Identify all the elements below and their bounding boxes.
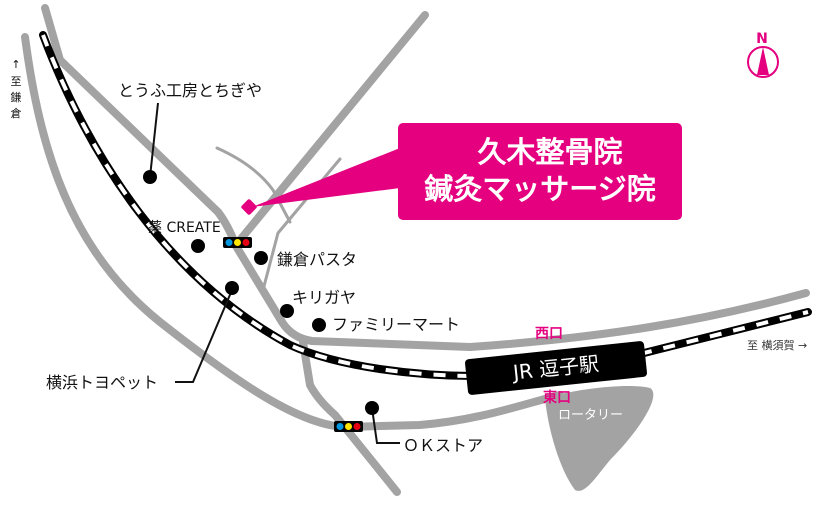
label-familymart: ファミリーマート	[332, 315, 460, 334]
svg-text:至: 至	[11, 75, 22, 88]
clinic-name-line2: 鍼灸マッサージ院	[424, 172, 656, 206]
road-south	[299, 338, 401, 496]
clinic-name-line1: 久木整骨院	[477, 135, 623, 169]
leader-toyopet	[175, 289, 233, 383]
dot-okstore	[365, 401, 379, 415]
station-box[interactable]: JR 逗子駅	[465, 341, 648, 396]
landmark-dots	[143, 170, 379, 415]
leader-okstore	[371, 407, 400, 444]
label-tofu: とうふ工房とちぎや	[118, 81, 262, 100]
road-northwest	[41, 4, 810, 351]
traffic-light-icon	[334, 421, 363, 432]
road-west-outer	[21, 33, 564, 431]
label-kirigaya: キリガヤ	[292, 288, 356, 307]
svg-text:鎌: 鎌	[11, 90, 22, 104]
label-okstore: ＯＫストア	[403, 436, 483, 455]
svg-text:↑: ↑	[11, 58, 20, 71]
rotary-label: ロータリー	[558, 408, 623, 423]
dot-kusuri	[191, 239, 205, 253]
label-kusuri: 薬 CREATE	[148, 220, 221, 236]
dot-pasta	[254, 251, 268, 265]
label-pasta: 鎌倉パスタ	[277, 250, 357, 269]
svg-text:倉: 倉	[11, 106, 22, 120]
road-small-1	[215, 146, 292, 224]
clinic-pointer	[252, 148, 400, 207]
dot-toyopet	[225, 281, 239, 295]
rotary-area	[545, 386, 654, 491]
traffic-light-icon	[223, 237, 252, 248]
direction-kamakura: ↑ 至 鎌 倉	[11, 58, 22, 120]
leader-tofu	[149, 102, 159, 178]
west-exit-label: 西口	[535, 326, 563, 342]
dot-kirigaya	[280, 304, 294, 318]
clinic-marker-icon[interactable]	[241, 199, 258, 216]
dot-tofu	[143, 170, 157, 184]
compass-north-icon: N	[747, 31, 779, 78]
east-exit-label: 東口	[543, 389, 571, 406]
clinic-label-box[interactable]: 久木整骨院 鍼灸マッサージ院	[398, 123, 682, 220]
svg-text:N: N	[756, 31, 768, 47]
direction-yokosuka: 至 横須賀 →	[747, 338, 807, 352]
label-toyopet: 横浜トヨペット	[46, 373, 158, 392]
dot-familymart	[312, 318, 326, 332]
